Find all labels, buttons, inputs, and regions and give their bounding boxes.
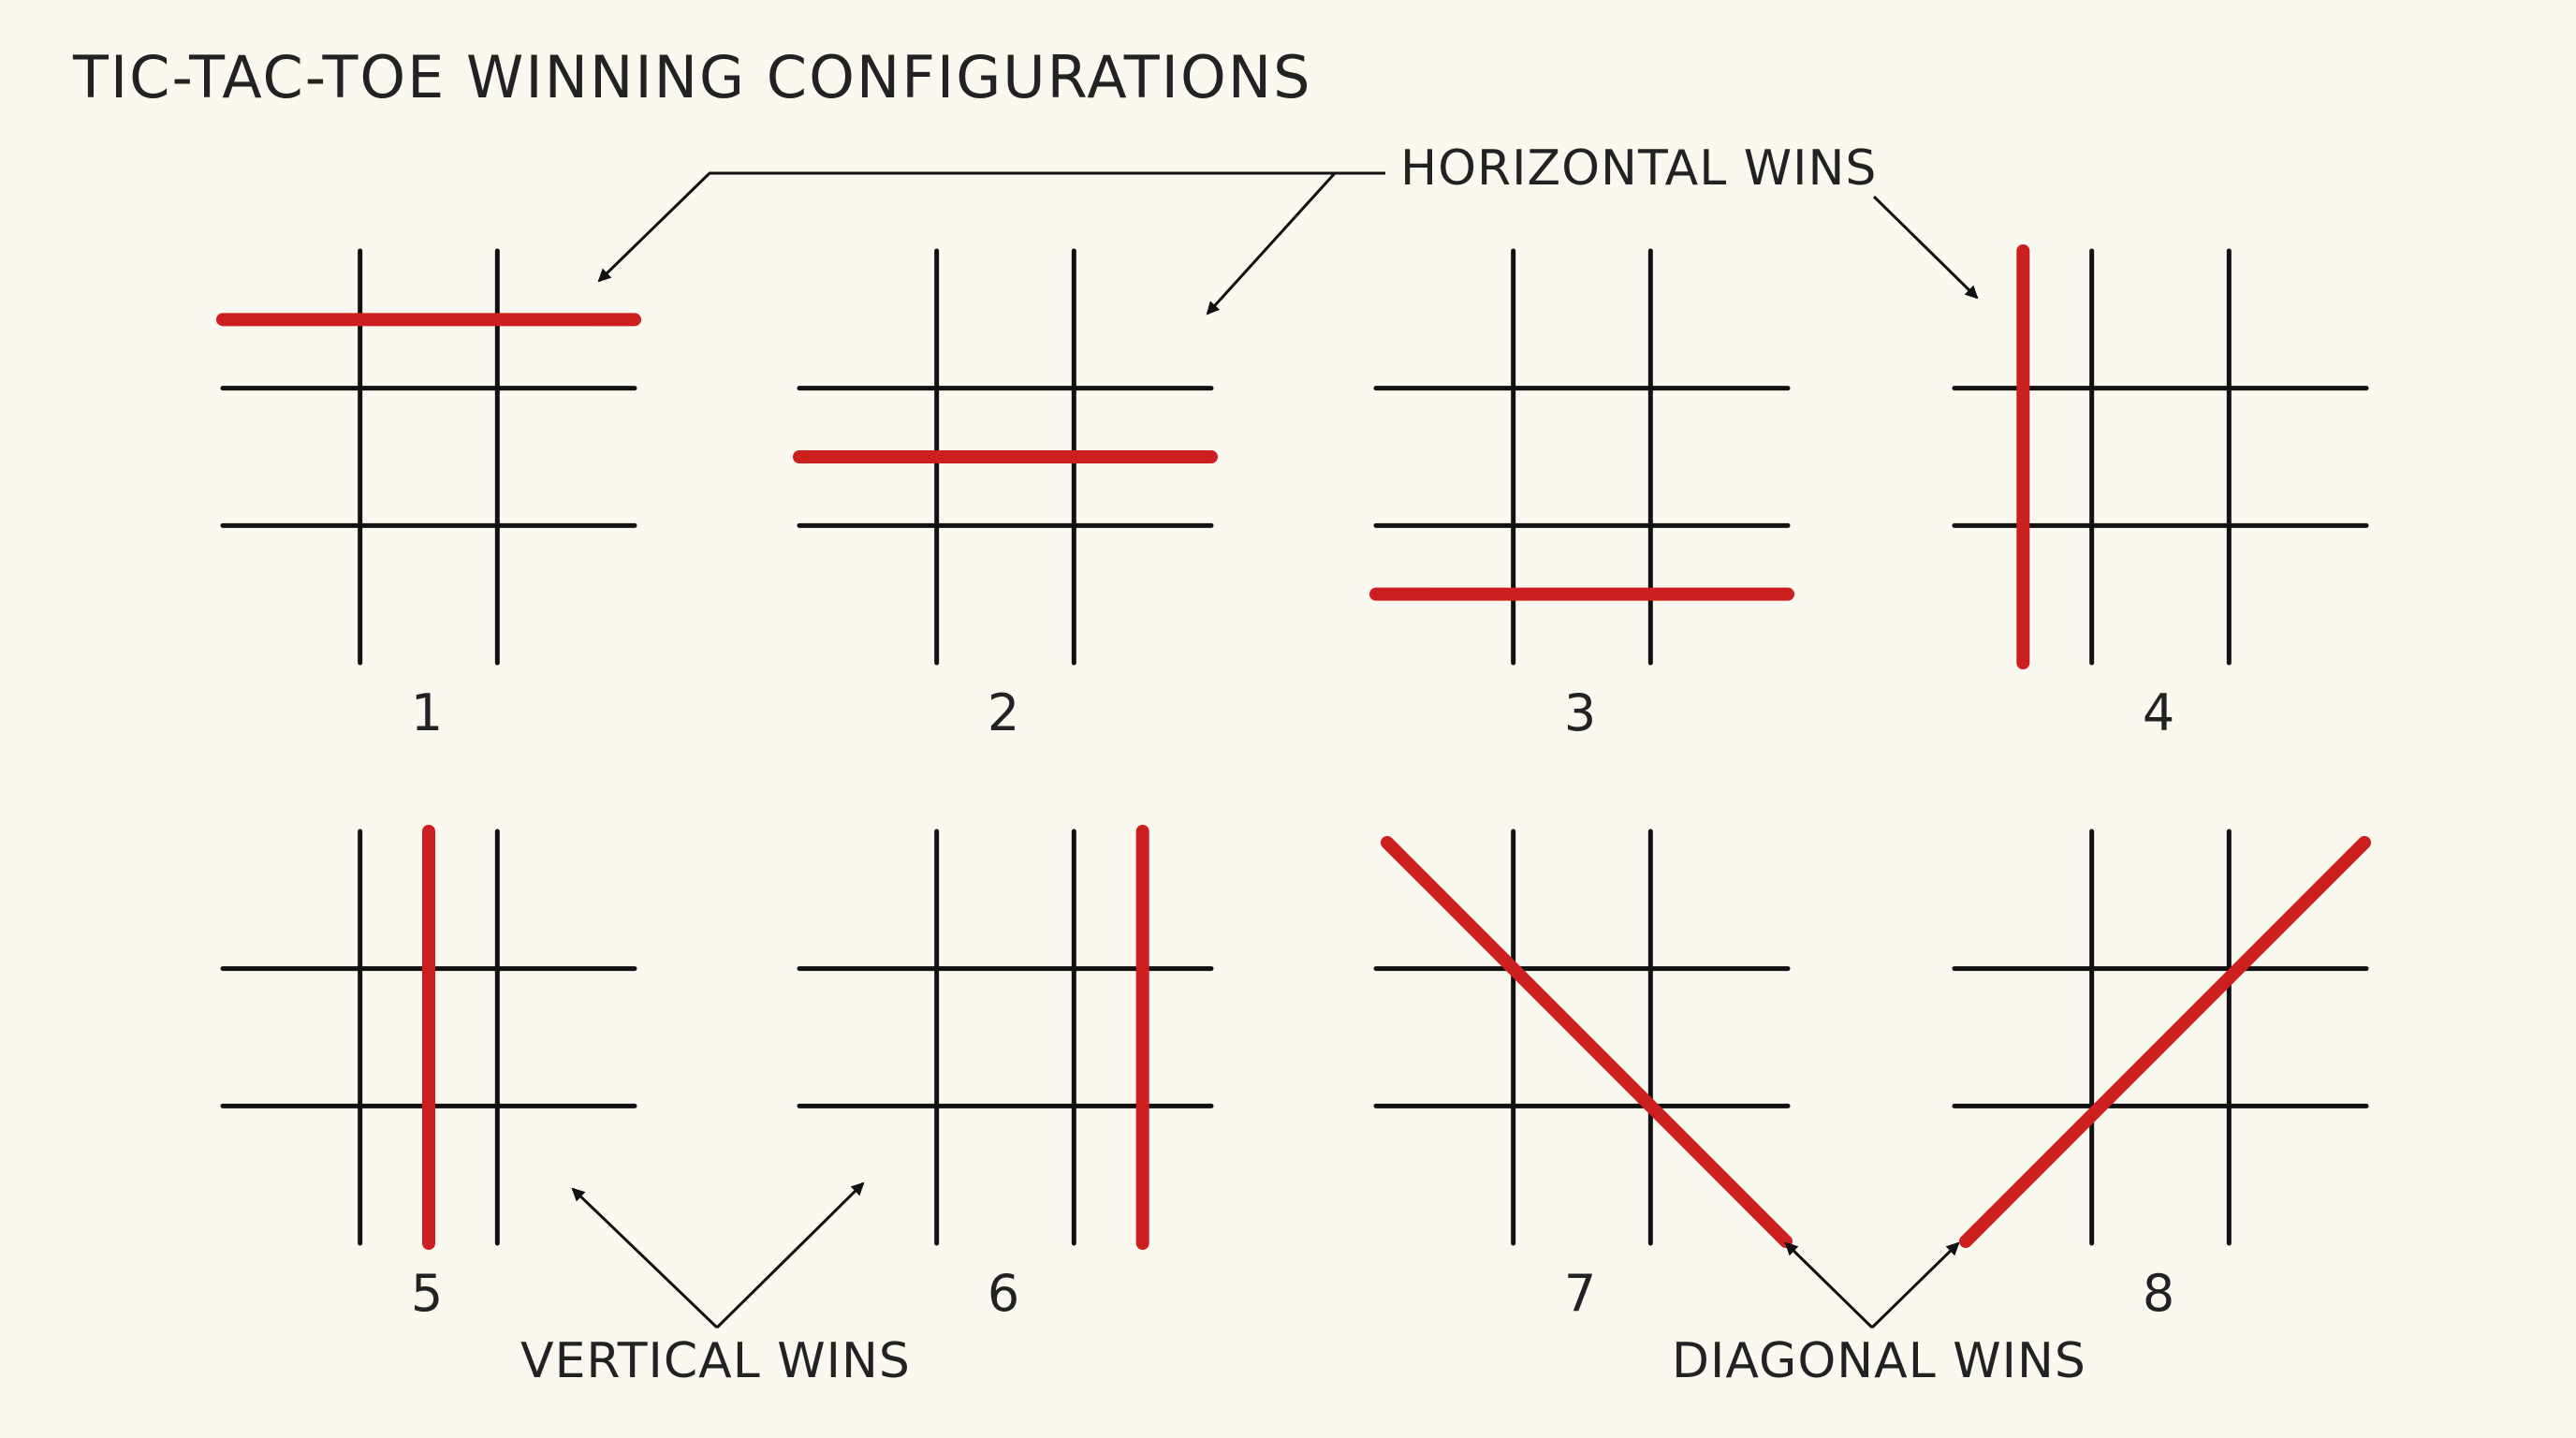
vertical-arrow-grid-5 bbox=[571, 1187, 719, 1329]
diagonal-arrow-grid-7 bbox=[1784, 1241, 1874, 1329]
grid-number-7: 7 bbox=[1563, 1264, 1597, 1323]
grid-6 bbox=[797, 825, 1231, 1263]
grid-7 bbox=[1373, 829, 1808, 1263]
page-title: TIC-TAC-TOE WINNING CONFIGURATIONS bbox=[73, 43, 1312, 111]
grid-5 bbox=[220, 825, 654, 1263]
grid-4 bbox=[1952, 244, 2386, 682]
grids-layer bbox=[216, 244, 2386, 1263]
grid-1 bbox=[216, 248, 654, 682]
grid-2 bbox=[793, 248, 1231, 682]
diagonal-wins-label: DIAGONAL WINS bbox=[1672, 1333, 2086, 1389]
win-line-diagonal bbox=[1381, 836, 1793, 1248]
grid-number-1: 1 bbox=[410, 683, 444, 742]
grid-number-2: 2 bbox=[987, 683, 1020, 742]
horizontal-wins-label: HORIZONTAL WINS bbox=[1400, 140, 1878, 197]
grid-number-8: 8 bbox=[2142, 1264, 2175, 1323]
win-line-diagonal bbox=[1959, 836, 2371, 1248]
horizontal-arrow-grid-4 bbox=[1872, 195, 1979, 300]
diagonal-arrow-grid-8 bbox=[1870, 1241, 1960, 1329]
grid-3 bbox=[1369, 248, 1808, 682]
grid-number-3: 3 bbox=[1563, 683, 1597, 742]
grid-number-6: 6 bbox=[987, 1264, 1020, 1323]
horizontal-arrow-grid-2 bbox=[1206, 171, 1385, 315]
grid-number-5: 5 bbox=[410, 1264, 444, 1323]
grid-8 bbox=[1952, 829, 2386, 1263]
horizontal-arrow-grid-1 bbox=[597, 171, 1385, 283]
arrows-layer bbox=[571, 171, 1979, 1329]
grid-number-4: 4 bbox=[2142, 683, 2175, 742]
vertical-wins-label: VERTICAL WINS bbox=[520, 1333, 911, 1389]
vertical-arrow-grid-6 bbox=[715, 1181, 865, 1329]
